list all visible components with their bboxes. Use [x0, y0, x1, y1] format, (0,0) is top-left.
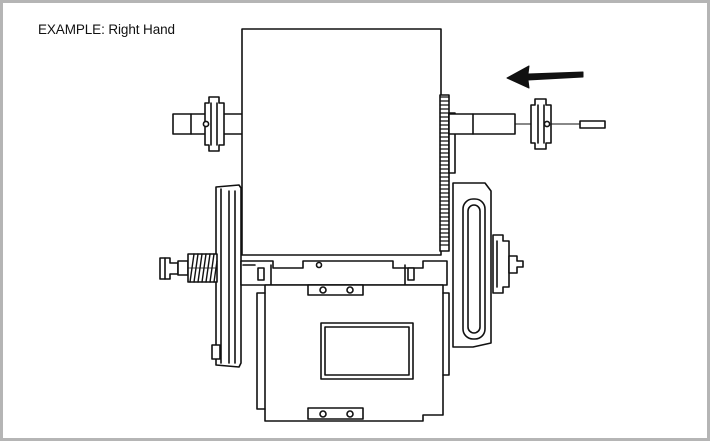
- left-adjusting-screw: [159, 253, 250, 283]
- right-shaft: [448, 113, 536, 135]
- machine-line-drawing: [159, 28, 606, 422]
- shaft-key: [579, 120, 606, 129]
- base-plate: [240, 260, 448, 286]
- motor-body: [256, 284, 450, 422]
- left-arrow-icon: [506, 65, 584, 89]
- right-gear: [439, 94, 456, 252]
- main-housing: [241, 28, 442, 256]
- figure-caption: EXAMPLE: Right Hand: [38, 22, 175, 37]
- left-shaft-assembly: [172, 96, 244, 152]
- right-belt-housing: [452, 182, 524, 348]
- detached-flange: [530, 98, 580, 150]
- left-drive-pulley: [211, 184, 242, 368]
